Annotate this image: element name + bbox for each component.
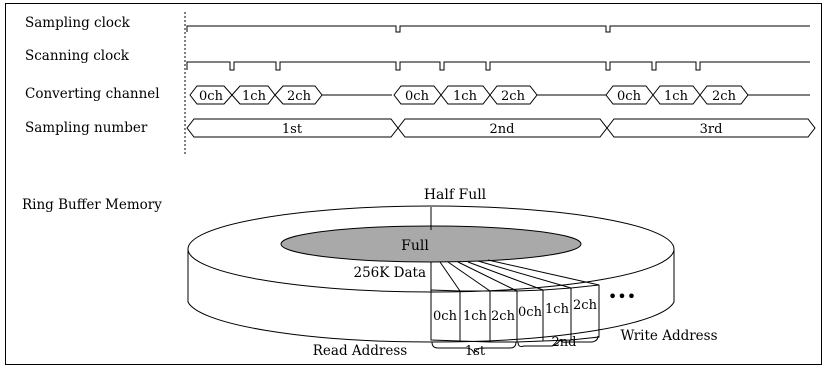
ring-buffer-diagram: Ring Buffer Memory Half Full Full 256K D… bbox=[22, 187, 718, 359]
converting-channel-labels: 0ch 1ch 2ch 0ch 1ch 2ch 0ch 1ch 2ch bbox=[199, 89, 737, 104]
sampling-clock-waveform bbox=[186, 25, 810, 33]
converting-channel-bus bbox=[189, 85, 810, 105]
half-full-label: Half Full bbox=[424, 187, 487, 203]
group-1st-label: 1st bbox=[465, 344, 486, 359]
buffer-cell-2ch-1st: 2ch bbox=[491, 309, 516, 324]
data-size-label: 256K Data bbox=[354, 265, 427, 281]
buffer-segment-lines bbox=[430, 259, 600, 292]
inner-hole bbox=[280, 225, 582, 263]
ring-buffer-title: Ring Buffer Memory bbox=[22, 197, 162, 213]
buffer-cells bbox=[430, 284, 600, 343]
buffer-cell-labels: 0ch 1ch 2ch 0ch 1ch 2ch bbox=[433, 298, 598, 324]
scanning-clock-label: Scanning clock bbox=[25, 48, 130, 64]
sample-1st-label: 1st bbox=[282, 122, 303, 137]
group-braces bbox=[431, 335, 599, 355]
full-label: Full bbox=[401, 238, 429, 254]
channel-2-cycle-2: 2ch bbox=[501, 89, 526, 104]
buffer-cell-1ch-2nd: 1ch bbox=[545, 302, 570, 317]
sampling-clock-label: Sampling clock bbox=[25, 15, 131, 31]
channel-2-cycle-3: 2ch bbox=[712, 89, 737, 104]
sample-3rd-label: 3rd bbox=[700, 122, 723, 137]
scanning-clock-waveform bbox=[186, 61, 810, 71]
channel-1-cycle-2: 1ch bbox=[453, 89, 478, 104]
channel-0-cycle-2: 0ch bbox=[405, 89, 430, 104]
channel-2-cycle-1: 2ch bbox=[287, 89, 312, 104]
sampling-number-label: Sampling number bbox=[25, 120, 148, 136]
buffer-cell-0ch-2nd: 0ch bbox=[518, 305, 543, 320]
buffer-cell-0ch-1st: 0ch bbox=[433, 309, 458, 324]
channel-0-cycle-1: 0ch bbox=[199, 89, 224, 104]
sample-2nd-label: 2nd bbox=[490, 122, 515, 137]
write-address-label: Write Address bbox=[620, 328, 717, 344]
sampling-number-bus bbox=[186, 118, 816, 138]
continuation-dots: ••• bbox=[608, 287, 636, 306]
read-address-label: Read Address bbox=[313, 343, 408, 359]
timing-chart: Sampling clock Scanning clock Converting… bbox=[25, 12, 816, 156]
buffer-cell-2ch-2nd: 2ch bbox=[573, 298, 598, 313]
converting-channel-label: Converting channel bbox=[25, 86, 160, 102]
diagram-border bbox=[5, 3, 822, 365]
buffer-cell-1ch-1st: 1ch bbox=[463, 309, 488, 324]
group-2nd-label: 2nd bbox=[552, 335, 577, 350]
channel-1-cycle-3: 1ch bbox=[664, 89, 689, 104]
channel-0-cycle-3: 0ch bbox=[617, 89, 642, 104]
channel-1-cycle-1: 1ch bbox=[242, 89, 267, 104]
